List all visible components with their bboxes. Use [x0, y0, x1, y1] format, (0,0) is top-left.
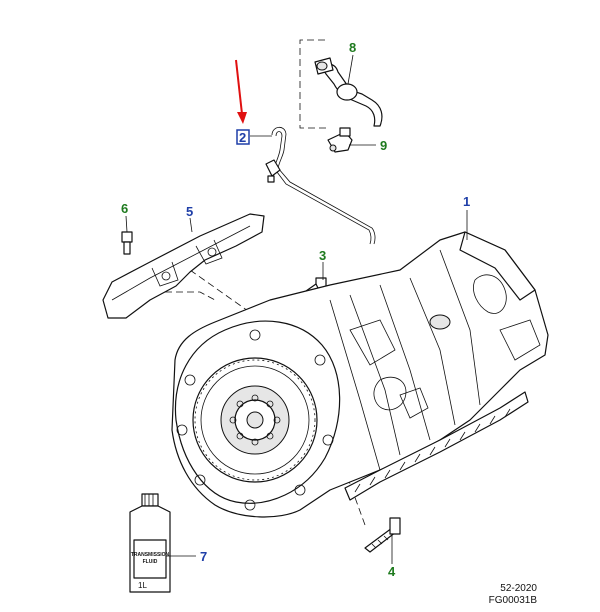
reference-section-code: 52-2020	[500, 583, 537, 594]
bottle-volume: 1L	[138, 581, 147, 590]
callout-8[interactable]: 8	[349, 40, 356, 55]
bottle-label-line-1: TRANSMISSION	[131, 552, 170, 558]
transmission-assembly-part-1[interactable]	[171, 231, 549, 518]
bolt-part-6[interactable]	[121, 231, 133, 255]
heat-shield-part-5[interactable]	[102, 213, 265, 319]
callout-2-highlight-box	[236, 129, 250, 145]
callout-3[interactable]: 3	[319, 248, 326, 263]
drain-plug-part-4[interactable]	[364, 517, 401, 553]
callout-9[interactable]: 9	[380, 138, 387, 153]
pointer-arrow	[235, 59, 247, 124]
breather-hose-part-8[interactable]	[314, 57, 383, 127]
callout-5[interactable]: 5	[186, 204, 193, 219]
reference-figure-code: FG00031B	[488, 595, 537, 606]
callout-1[interactable]: 1	[463, 194, 470, 209]
hose-clip-part-9[interactable]	[327, 127, 353, 153]
bottle-label-line-2: FLUID	[143, 559, 158, 565]
callout-7[interactable]: 7	[200, 549, 207, 564]
callout-2[interactable]: 2	[239, 130, 246, 145]
vent-tube-part-2[interactable]	[265, 126, 376, 245]
callout-4[interactable]: 4	[388, 564, 396, 579]
transmission-fluid-bottle-part-7[interactable]	[129, 493, 171, 593]
callout-6[interactable]: 6	[121, 201, 128, 216]
callout-leader-lines	[125, 54, 468, 564]
